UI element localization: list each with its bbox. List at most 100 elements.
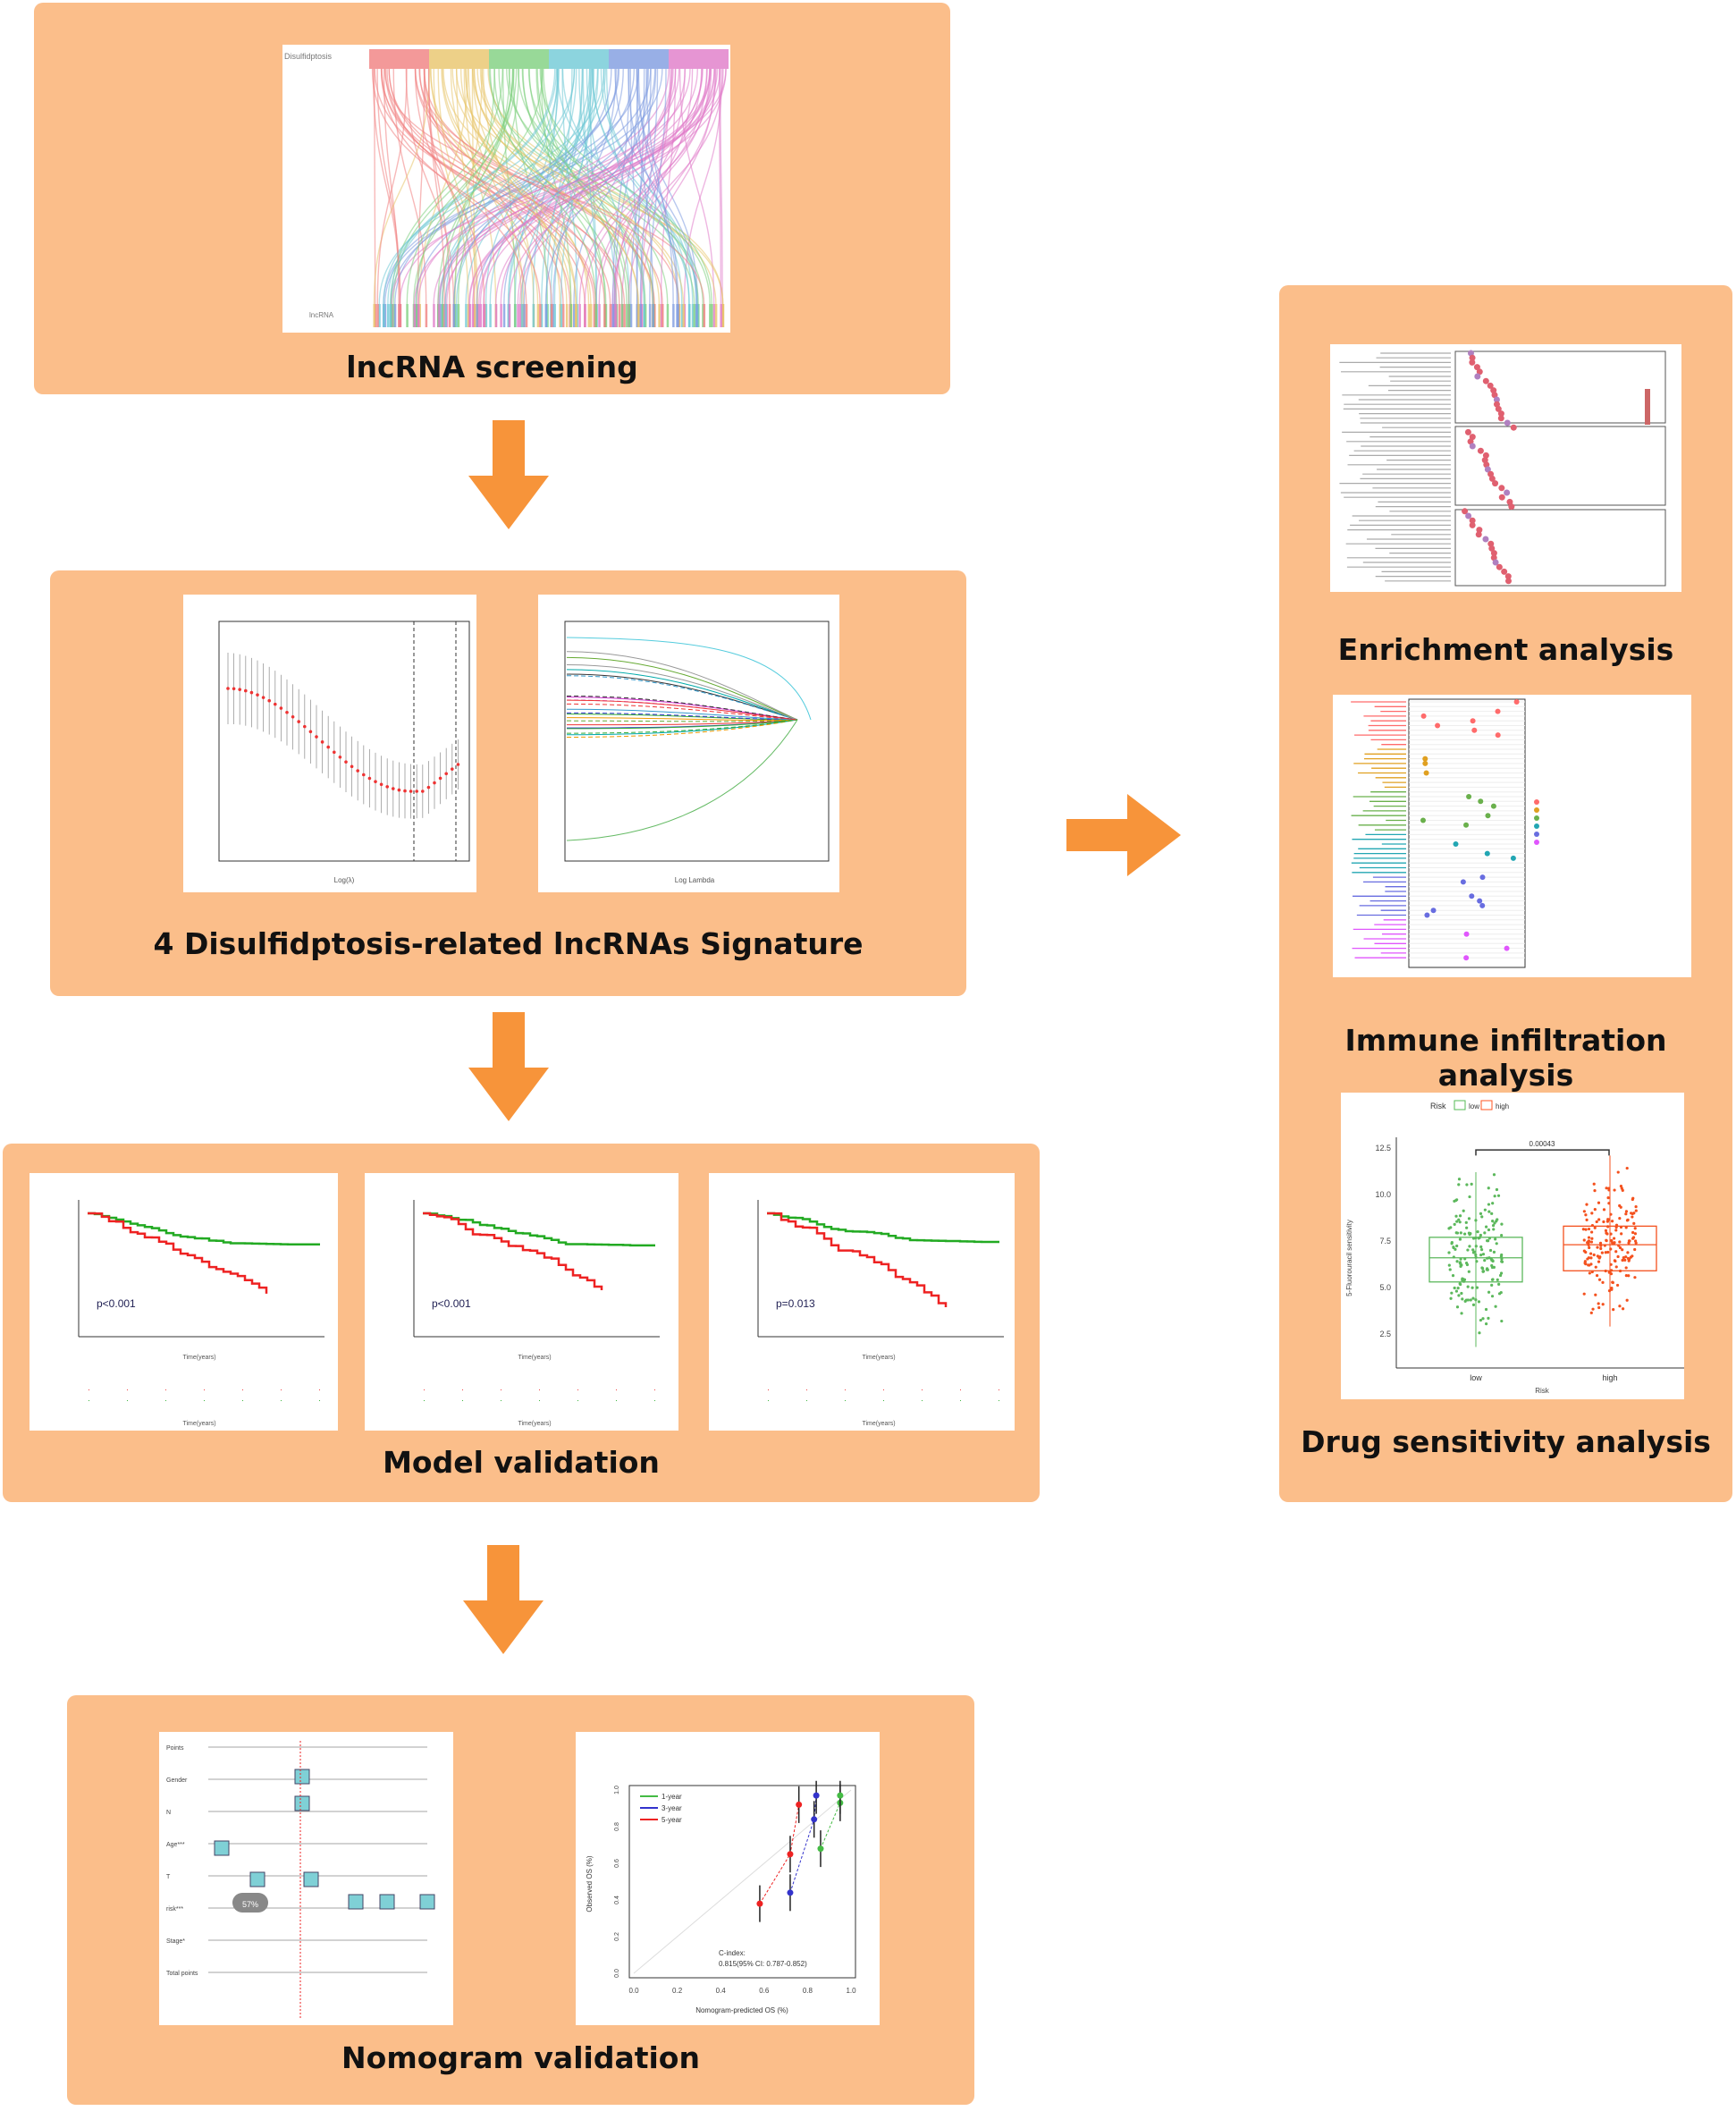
sankey-node (438, 304, 441, 327)
enrichment-dot (1508, 503, 1515, 511)
sample-point (1459, 1262, 1462, 1266)
sankey-node (593, 304, 596, 327)
sample-point (1587, 1227, 1591, 1231)
sankey-link (457, 68, 520, 305)
cv-point (451, 767, 454, 771)
sankey-link (391, 68, 503, 305)
sample-point (1453, 1286, 1456, 1290)
x-axis-label: Time(years) (862, 1421, 895, 1427)
sankey-node (489, 304, 492, 327)
sample-point (1618, 1240, 1622, 1244)
sankey-node (517, 304, 519, 327)
cv-point (244, 688, 248, 693)
sample-point (1465, 1226, 1469, 1229)
risk-table-cell: · (164, 1385, 167, 1394)
sankey-node (676, 304, 678, 327)
sample-point (1631, 1197, 1634, 1202)
sankey-node (712, 304, 716, 327)
risk-table-cell: · (615, 1385, 618, 1394)
sample-point (1606, 1196, 1610, 1200)
sample-point (1490, 1295, 1495, 1298)
sample-point (1483, 1231, 1487, 1235)
c-index-value: 0.815(95% CI: 0.787-0.852) (719, 1960, 807, 1968)
calibration-point (756, 1900, 763, 1907)
sankey-link (437, 68, 478, 305)
sample-point (1481, 1317, 1485, 1321)
p-value: p<0.001 (97, 1297, 136, 1310)
sankey-link (389, 68, 558, 305)
y-tick: 7.5 (1379, 1237, 1391, 1245)
sample-point (1609, 1212, 1613, 1216)
nomogram-box (249, 1871, 265, 1887)
sample-point (1598, 1241, 1603, 1245)
nomogram-box (294, 1769, 310, 1785)
sample-point (1485, 1322, 1488, 1326)
immune-dot (1485, 813, 1491, 819)
coefficient-path (566, 669, 798, 721)
enrichment-dot (1493, 396, 1500, 403)
x-tick: 0.2 (672, 1987, 683, 1995)
enrichment-dot (1469, 521, 1476, 528)
immune-dot (1423, 770, 1429, 776)
sample-point (1473, 1250, 1477, 1254)
sample-point (1499, 1271, 1504, 1275)
sample-point (1590, 1270, 1594, 1274)
sample-point (1460, 1312, 1463, 1315)
legend-label: 5-year (662, 1816, 682, 1824)
sankey-node (373, 304, 375, 327)
sankey-link (455, 68, 599, 305)
nomogram-box (214, 1840, 230, 1856)
sample-point (1597, 1278, 1602, 1281)
sample-point (1483, 1259, 1487, 1262)
sankey-node (669, 49, 729, 69)
risk-table-cell: · (615, 1396, 618, 1405)
sankey-link (639, 68, 659, 305)
cv-point (315, 735, 318, 739)
sample-point (1496, 1278, 1499, 1281)
sankey-node (549, 49, 609, 69)
sample-point (1500, 1319, 1504, 1323)
enrichment-dot (1510, 424, 1517, 431)
arrow-down-icon (463, 1545, 544, 1654)
immune-dot (1513, 699, 1520, 705)
risk-table-cell: · (88, 1396, 90, 1405)
sample-point (1490, 1278, 1495, 1281)
sample-point (1457, 1178, 1462, 1181)
sample-point (1622, 1256, 1625, 1260)
sankey-link (573, 68, 650, 305)
nomogram-row-label: T (166, 1874, 171, 1880)
sankey-link (456, 68, 478, 305)
sankey-node (369, 49, 429, 69)
sample-point (1609, 1269, 1614, 1272)
sample-point (1497, 1282, 1501, 1286)
sample-point (1487, 1210, 1491, 1213)
sample-point (1485, 1267, 1489, 1271)
x-axis-label: Time(years) (862, 1355, 895, 1361)
sankey-link (553, 68, 595, 305)
enrichment-dot (1469, 517, 1476, 524)
sankey-link (561, 68, 690, 305)
sankey-link (406, 68, 518, 305)
sankey-node (374, 304, 377, 327)
coefficient-path (566, 719, 798, 722)
sankey-node (628, 304, 631, 327)
sankey-link (429, 68, 577, 305)
sample-point (1457, 1294, 1461, 1297)
panel-title: Drug sensitivity analysis (1301, 1424, 1711, 1459)
y-axis-label: 5-Fluorouracil sensitivity (1345, 1220, 1353, 1296)
sample-point (1625, 1219, 1630, 1222)
cv-point (285, 710, 289, 714)
p-value: p=0.013 (776, 1297, 815, 1310)
immune-dot (1424, 912, 1430, 918)
sample-point (1587, 1263, 1590, 1267)
sankey-link (473, 68, 639, 305)
sample-point (1453, 1222, 1456, 1226)
risk-table-cell: · (164, 1396, 167, 1405)
sample-point (1480, 1266, 1485, 1271)
plot-frame (218, 621, 470, 862)
sample-point (1634, 1209, 1638, 1212)
enrichment-dot (1498, 485, 1505, 492)
calibration-point (796, 1801, 803, 1808)
sample-point (1584, 1213, 1588, 1217)
